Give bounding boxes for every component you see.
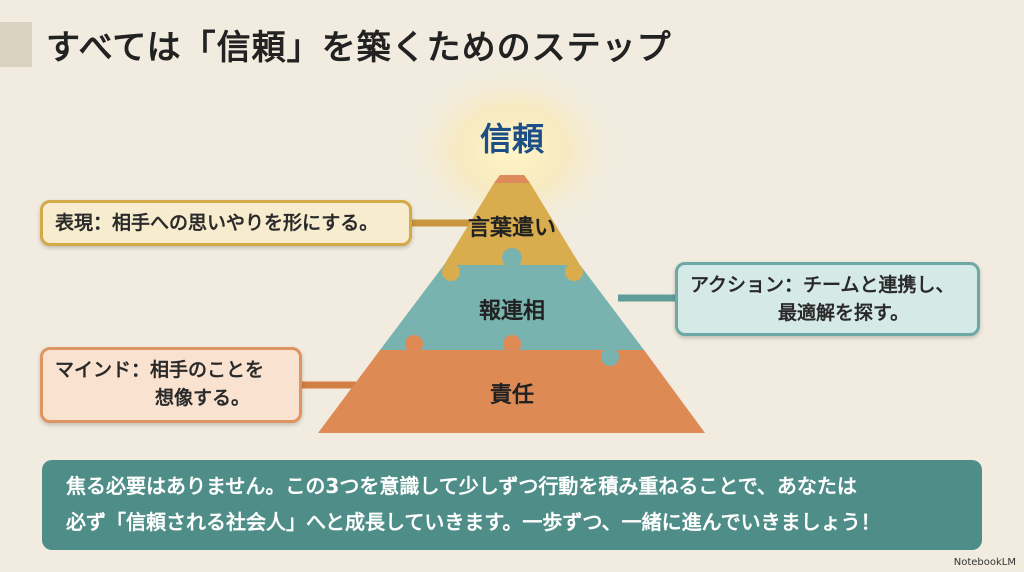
puzzle-knob [405, 335, 423, 353]
callout-text: アクション：チームと連携し、 [690, 274, 955, 296]
message-banner: 焦る必要はありません。この3つを意識して少しずつ行動を積み重ねることで、あなたは… [42, 460, 982, 550]
pyramid-layer-words [444, 183, 580, 265]
callout-text: 最適解を探す。 [778, 302, 910, 324]
puzzle-knob [502, 248, 522, 268]
banner-line: 必ず「信頼される社会人」へと成長していきます。一歩ずつ、一緒に進んでいきましょう… [66, 510, 881, 534]
callout-action: アクション：チームと連携し、最適解を探す。 [675, 262, 980, 336]
apex-glow [402, 60, 622, 240]
puzzle-knob [601, 348, 619, 366]
callout-text: 表現：相手への思いやりを形にする。 [55, 212, 379, 234]
layer-label-report: 報連相 [479, 298, 545, 324]
layer-label-words: 言葉遣い [468, 215, 556, 241]
callout-text: マインド：相手のことを [55, 359, 265, 381]
watermark: NotebookLM [953, 557, 1016, 568]
apex-label: 信頼 [480, 120, 545, 158]
page-title: すべては「信頼」を築くためのステップ [46, 28, 672, 68]
puzzle-knob [565, 263, 583, 281]
callout-mind: マインド：相手のことを想像する。 [40, 347, 302, 423]
pyramid-layer-responsibility [318, 350, 705, 433]
callout-text: 想像する。 [155, 387, 251, 409]
callout-expression: 表現：相手への思いやりを形にする。 [40, 200, 412, 246]
layer-label-responsibility: 責任 [490, 382, 534, 408]
pyramid-tip [494, 175, 530, 183]
puzzle-knob [503, 335, 521, 353]
title-accent-bar [0, 22, 32, 67]
puzzle-knob [442, 263, 460, 281]
pyramid-layer-report [380, 265, 644, 350]
banner-line: 焦る必要はありません。この3つを意識して少しずつ行動を積み重ねることで、あなたは [66, 474, 857, 498]
